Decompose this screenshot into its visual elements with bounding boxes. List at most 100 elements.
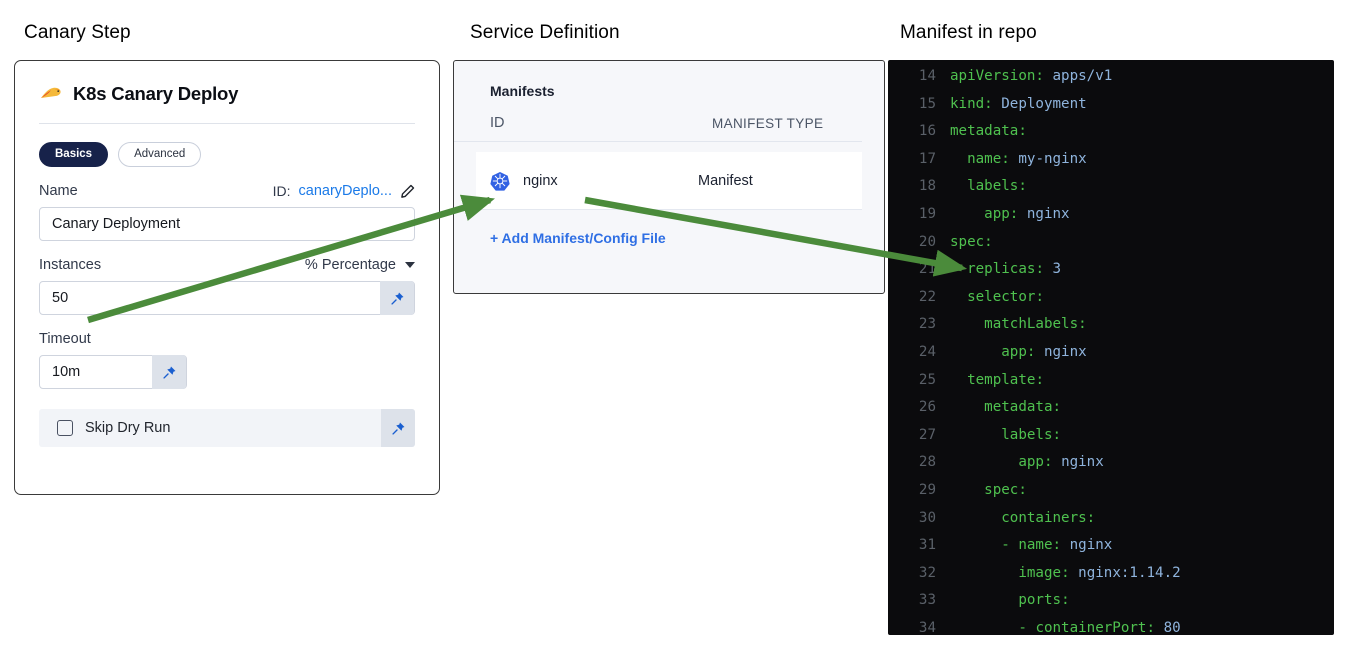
line-number: 33 — [918, 592, 936, 609]
code-text: metadata: — [984, 399, 1062, 416]
instances-input-value: 50 — [52, 290, 69, 307]
instances-input[interactable]: 50 — [39, 281, 415, 316]
code-line: 20 spec: — [888, 234, 1334, 262]
line-number: 14 — [918, 68, 936, 84]
line-number: 24 — [918, 343, 936, 360]
skip-dry-run-pin-button[interactable] — [381, 409, 415, 448]
code-line: 21 replicas: 3 — [888, 261, 1334, 289]
code-line: 33 ports: — [888, 592, 1334, 620]
code-line: 18 labels: — [888, 178, 1334, 206]
manifest-row-id: nginx — [523, 172, 558, 189]
pushpin-icon — [390, 292, 403, 305]
line-number: 30 — [918, 509, 936, 526]
name-label: Name — [39, 183, 78, 200]
code-line: 25 template: — [888, 372, 1334, 400]
code-text: app: nginx — [1001, 343, 1087, 360]
instances-unit-select[interactable]: % Percentage — [305, 257, 415, 273]
code-text: matchLabels: — [984, 316, 1087, 333]
canary-bird-icon — [41, 87, 61, 98]
line-number: 20 — [918, 233, 936, 250]
code-line: 31 - name: nginx — [888, 537, 1334, 565]
code-text: - name: nginx — [1001, 537, 1113, 554]
instances-pin-button[interactable] — [380, 281, 414, 316]
line-number: 15 — [918, 95, 936, 112]
code-text: apiVersion: apps/v1 — [950, 68, 1113, 84]
code-line: 17 name: my-nginx — [888, 151, 1334, 179]
line-number: 31 — [918, 537, 936, 554]
manifest-row-type: Manifest — [698, 172, 753, 189]
code-text: image: nginx:1.14.2 — [1018, 564, 1181, 581]
instances-field-group: Instances % Percentage 50 — [15, 257, 439, 316]
code-line: 29 spec: — [888, 482, 1334, 510]
code-line: 30 containers: — [888, 510, 1334, 538]
caption-service-definition: Service Definition — [470, 22, 620, 43]
basics-advanced-tabs: Basics Advanced — [15, 124, 439, 168]
code-text: selector: — [967, 288, 1044, 305]
timeout-field-group: Timeout 10m — [15, 331, 439, 390]
timeout-input[interactable]: 10m — [39, 355, 187, 390]
chevron-down-icon — [405, 262, 415, 269]
step-title: K8s Canary Deploy — [73, 83, 239, 104]
timeout-label: Timeout — [39, 331, 91, 348]
line-number: 32 — [918, 564, 936, 581]
name-input[interactable]: Canary Deployment — [39, 207, 415, 242]
code-text: replicas: 3 — [967, 261, 1062, 278]
line-number: 19 — [918, 205, 936, 222]
code-text: ports: — [1018, 592, 1070, 609]
pencil-icon[interactable] — [400, 184, 415, 199]
timeout-pin-button[interactable] — [152, 355, 186, 390]
code-text: spec: — [950, 233, 993, 250]
code-text: labels: — [967, 178, 1027, 195]
line-number: 23 — [918, 316, 936, 333]
manifest-code-editor[interactable]: 14 apiVersion: apps/v1 15 kind: Deployment 1… — [888, 60, 1334, 635]
line-number: 29 — [918, 481, 936, 498]
line-number: 34 — [918, 619, 936, 635]
code-text: kind: Deployment — [950, 95, 1087, 112]
name-field-group: Name ID: canaryDeplo... Canary Deploymen… — [15, 183, 439, 242]
code-text: containers: — [1001, 509, 1096, 526]
line-number: 26 — [918, 399, 936, 416]
step-header: K8s Canary Deploy — [15, 61, 439, 105]
service-definition-card: Manifests ID MANIFEST TYPE nginx Manifes… — [453, 60, 885, 294]
manifests-section-title: Manifests — [490, 83, 555, 99]
code-line: 32 image: nginx:1.14.2 — [888, 565, 1334, 593]
code-text: - containerPort: 80 — [1018, 619, 1181, 635]
timeout-input-value: 10m — [52, 364, 81, 381]
instances-unit-value: % Percentage — [304, 257, 396, 274]
code-line: 34 - containerPort: 80 — [888, 620, 1334, 635]
code-text: app: nginx — [984, 205, 1070, 222]
code-line: 28 app: nginx — [888, 454, 1334, 482]
code-text: app: nginx — [1018, 454, 1104, 471]
id-value[interactable]: canaryDeplo... — [298, 183, 393, 200]
code-line: 19 app: nginx — [888, 206, 1334, 234]
line-number: 16 — [918, 123, 936, 140]
code-text: labels: — [1001, 426, 1062, 443]
tab-advanced[interactable]: Advanced — [118, 142, 202, 168]
kubernetes-icon — [490, 171, 510, 191]
caption-manifest-in-repo: Manifest in repo — [900, 22, 1037, 43]
header-divider — [39, 123, 415, 124]
line-number: 17 — [918, 150, 936, 167]
code-line: 26 metadata: — [888, 399, 1334, 427]
code-text: name: my-nginx — [967, 150, 1087, 167]
pushpin-icon — [162, 366, 175, 379]
canary-step-card: K8s Canary Deploy Basics Advanced Name I… — [14, 60, 440, 495]
tab-basics[interactable]: Basics — [39, 142, 109, 168]
step-id-display: ID: canaryDeplo... — [273, 183, 415, 199]
line-number: 22 — [918, 288, 936, 305]
pushpin-icon — [391, 422, 404, 435]
skip-dry-run-checkbox[interactable] — [57, 420, 73, 437]
skip-dry-run-row[interactable]: Skip Dry Run — [39, 409, 415, 448]
line-number: 18 — [918, 178, 936, 195]
skip-dry-run-label: Skip Dry Run — [85, 420, 171, 437]
table-row[interactable]: nginx Manifest — [476, 152, 862, 210]
line-number: 21 — [918, 261, 936, 278]
line-number: 25 — [918, 371, 936, 388]
column-header-manifest-type: MANIFEST TYPE — [712, 115, 824, 131]
line-number: 28 — [918, 454, 936, 471]
line-number: 27 — [918, 426, 936, 443]
code-text: spec: — [984, 481, 1027, 498]
add-manifest-config-file-link[interactable]: + Add Manifest/Config File — [490, 230, 666, 246]
